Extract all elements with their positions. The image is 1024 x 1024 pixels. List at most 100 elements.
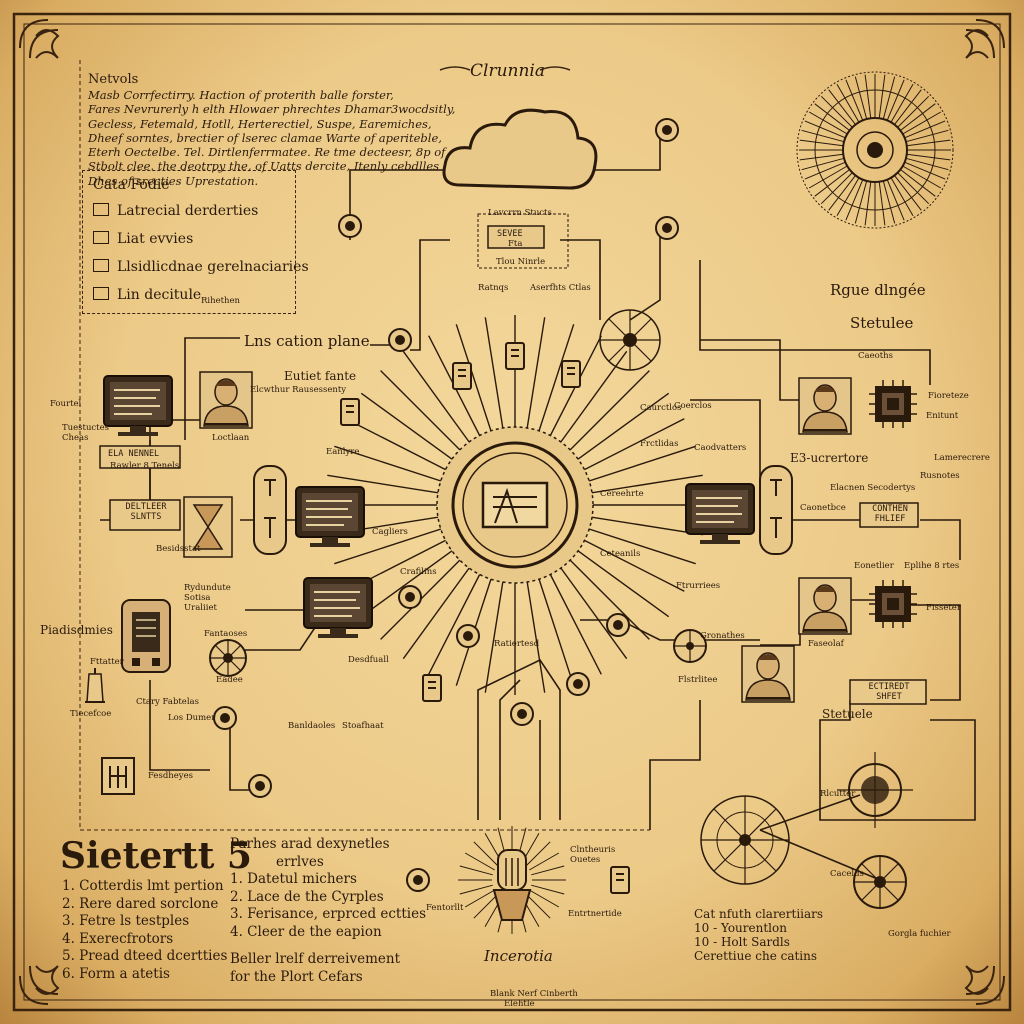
wheel-caption: Eadee bbox=[216, 675, 243, 685]
ray-line bbox=[814, 169, 850, 197]
ray-line bbox=[801, 129, 845, 143]
bottom-right-item: 10 - Yourentlon bbox=[694, 921, 787, 935]
note-line: Dheef sorntes, brectier of lserec clamae… bbox=[88, 130, 442, 145]
bottom-center-label: Fentorllt bbox=[426, 903, 464, 913]
ray-line bbox=[820, 172, 853, 205]
ray-line bbox=[845, 79, 864, 121]
list-icon bbox=[93, 259, 109, 272]
person-sublabel: Elcwthur Rausessenty bbox=[250, 385, 347, 395]
node-icon bbox=[213, 706, 237, 730]
step-item: 5. Pread dteed dcertties bbox=[62, 948, 228, 965]
ray-line bbox=[828, 175, 856, 211]
right-label: Rusnotes bbox=[920, 471, 960, 481]
ray-line bbox=[556, 546, 650, 640]
panel-label: Fesdheyes bbox=[148, 771, 193, 781]
ray-line bbox=[459, 884, 493, 895]
right-bottom-label: Flstrlitee bbox=[678, 675, 718, 685]
ray-line bbox=[345, 418, 462, 479]
steps-footer: for the Plort Cefars bbox=[230, 968, 363, 985]
list-icon bbox=[93, 287, 109, 300]
note-line: Gecless, Fetemald, Hotll, Herterectiel, … bbox=[88, 116, 432, 131]
ray-line bbox=[906, 139, 951, 147]
note-line: Masb Corrfectirry. Haction of proterith … bbox=[88, 88, 394, 103]
label-box bbox=[859, 502, 919, 528]
ray-line bbox=[455, 561, 498, 686]
ray-line bbox=[878, 74, 886, 119]
right-label: Fisseter bbox=[926, 603, 961, 613]
ray-line bbox=[571, 522, 696, 565]
ray-line bbox=[845, 179, 864, 221]
ray-line bbox=[804, 161, 846, 180]
ray-line bbox=[473, 893, 499, 919]
bottom-right-item: 10 - Holt Sardls bbox=[694, 935, 790, 949]
ray-line bbox=[484, 317, 507, 446]
step-item: 4. Exerecfrotors bbox=[62, 930, 174, 947]
node-icon bbox=[510, 702, 534, 726]
ray-line bbox=[531, 865, 565, 876]
right-mid-label: Elacnen Secodertys bbox=[830, 483, 916, 493]
ray-line bbox=[864, 181, 872, 226]
cloud-icon bbox=[442, 108, 598, 190]
list-icon bbox=[93, 203, 109, 216]
server-box-label: SEVEE bbox=[497, 229, 523, 239]
bottom-left-label: Banldaoles bbox=[288, 721, 336, 731]
lamp-icon bbox=[85, 668, 105, 703]
ray-line bbox=[799, 153, 844, 161]
step-item: 1. Datetul michers bbox=[230, 871, 357, 888]
steps-heading: Parhes arad dexynetles bbox=[230, 836, 390, 852]
person-icon bbox=[741, 645, 795, 703]
label-box bbox=[109, 499, 181, 531]
server-top-label: Lavcrrn Stucts bbox=[488, 208, 552, 218]
person-label: Eutiet fante bbox=[284, 369, 357, 383]
bottom-right-item: Cerettiue che catins bbox=[694, 949, 818, 963]
label-box bbox=[99, 445, 181, 469]
wheel-label: Fantaoses bbox=[204, 629, 248, 639]
hourglass-caption: Besidsstat bbox=[156, 544, 201, 554]
right-mid-label: Caodvatters bbox=[694, 443, 747, 453]
border-frame bbox=[12, 12, 1012, 1012]
legend-item-label: Llsidlicdnae gerelnaciaries bbox=[117, 259, 309, 275]
bottom-center-label: Clntheuris Ouetes bbox=[570, 845, 616, 865]
ray-line bbox=[464, 889, 495, 908]
ray-line bbox=[890, 83, 914, 123]
ray-line bbox=[820, 95, 853, 128]
section-title: Sietertt 5 bbox=[60, 835, 252, 877]
side-label: Tuestuctes Cheas bbox=[62, 423, 109, 443]
ray-line bbox=[568, 531, 685, 592]
person-icon bbox=[199, 371, 253, 429]
wheel-icon bbox=[209, 639, 247, 677]
legend-item: Llsidlicdnae gerelnaciaries bbox=[93, 259, 309, 275]
ray-line bbox=[890, 177, 914, 217]
ray-line bbox=[563, 539, 670, 618]
node-icon bbox=[606, 613, 630, 637]
ray-line bbox=[428, 335, 489, 452]
mid-label: Frctlidas bbox=[640, 439, 679, 449]
ray-line bbox=[828, 89, 856, 125]
ray-line bbox=[428, 558, 489, 675]
side-label: Fourtel bbox=[50, 399, 82, 409]
legend-item-label: Lin decitule bbox=[117, 287, 202, 303]
step-item: 1. Cotterdis lmt pertion bbox=[62, 878, 224, 894]
ray-line bbox=[334, 445, 459, 488]
device-icon bbox=[253, 465, 287, 555]
ray-line bbox=[900, 169, 936, 197]
list-icon bbox=[93, 231, 109, 244]
right-header-b: Stetulee bbox=[850, 314, 914, 332]
ray-line bbox=[902, 111, 942, 135]
ray-line bbox=[854, 76, 868, 120]
tag-icon bbox=[452, 362, 472, 390]
right-header-a: Rgue dlngée bbox=[830, 281, 926, 299]
right-mid-label: Caonetbce bbox=[800, 503, 846, 513]
ray-line bbox=[804, 120, 846, 139]
ray-line bbox=[808, 165, 848, 189]
ray-line bbox=[894, 175, 922, 211]
mid-label: Cereehrte bbox=[600, 489, 644, 499]
ray-line bbox=[541, 335, 602, 452]
ray-line bbox=[402, 350, 481, 457]
ray-line bbox=[882, 76, 896, 120]
right-person-label: Caeoths bbox=[858, 351, 893, 361]
ray-line bbox=[549, 350, 628, 457]
mid-label: Eanlyre bbox=[326, 447, 360, 457]
ray-line bbox=[525, 841, 551, 867]
ray-line bbox=[523, 564, 546, 693]
